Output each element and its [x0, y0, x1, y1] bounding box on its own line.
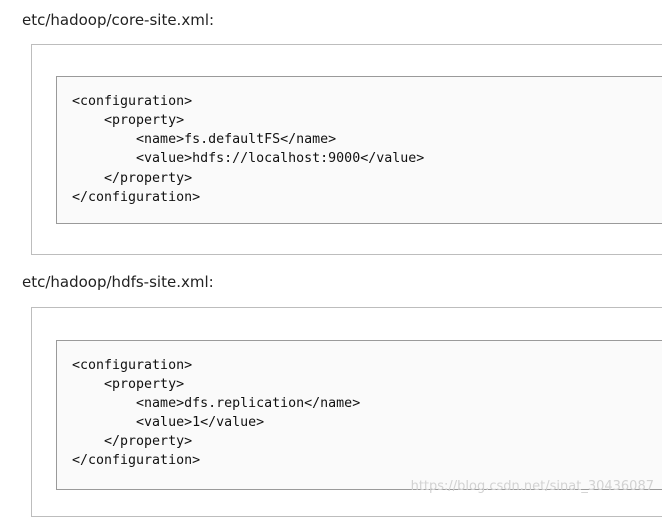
code-line: </configuration>	[72, 190, 201, 205]
section-2-filename: etc/hadoop/hdfs-site.xml:	[22, 273, 214, 291]
code-line: </property>	[72, 171, 193, 186]
code-line: </property>	[72, 434, 193, 449]
code-line: <configuration>	[72, 94, 193, 109]
code-line: <value>hdfs://localhost:9000</value>	[72, 151, 425, 166]
code-line: <value>1</value>	[72, 415, 265, 430]
code-line: <property>	[72, 377, 185, 392]
code-line: <name>fs.defaultFS</name>	[72, 132, 337, 147]
section-1-filename: etc/hadoop/core-site.xml:	[22, 11, 215, 29]
code-line: <property>	[72, 113, 185, 128]
code-line: <configuration>	[72, 358, 193, 373]
code-line: <name>dfs.replication</name>	[72, 396, 361, 411]
watermark: https://blog.csdn.net/sinat_30436087	[410, 479, 654, 494]
section-2-code-block[interactable]	[56, 340, 662, 490]
code-line: </configuration>	[72, 453, 201, 468]
section-1-code-block[interactable]	[56, 76, 662, 224]
